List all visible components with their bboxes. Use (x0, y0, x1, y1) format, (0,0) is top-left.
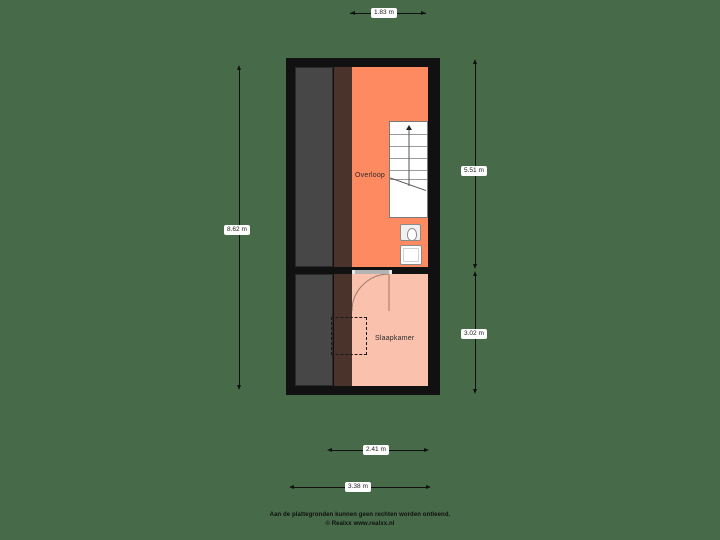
arrow-down-icon (472, 389, 477, 394)
dimension-label-right-upper: 5.51 m (461, 166, 487, 176)
sink-icon (400, 245, 422, 265)
room-label-overloop: Overloop (355, 172, 386, 179)
dimension-label-bottom-outer: 3.38 m (345, 482, 371, 492)
door-jamb-right (389, 270, 392, 274)
arrow-right-icon (421, 10, 426, 15)
footer-disclaimer: Aan de plattegronden kunnen geen rechten… (269, 512, 451, 518)
dimension-line (475, 62, 476, 267)
room-brown-upper-strip (334, 67, 352, 267)
door-jamb-left (352, 270, 355, 274)
arrow-right-icon (426, 484, 431, 489)
arrow-up-icon (472, 271, 477, 276)
arrow-down-icon (472, 264, 477, 269)
stairs-up-arrow-icon (389, 121, 428, 218)
door-opening (352, 270, 392, 274)
arrow-left-icon (350, 10, 355, 15)
dimension-label-left: 8.62 m (224, 225, 250, 235)
door-swing-icon (352, 274, 390, 312)
arrow-up-icon (236, 65, 241, 70)
room-dark-upper-shaft (295, 67, 333, 267)
room-slaapkamer (352, 274, 428, 386)
arrow-up-icon (472, 59, 477, 64)
arrow-left-icon (289, 484, 294, 489)
arrow-right-icon (424, 447, 429, 452)
dimension-label-top: 1.83 m (371, 8, 397, 18)
dashed-closet-icon (331, 317, 367, 355)
toilet-icon (400, 224, 421, 241)
footer-copyright: © Realxx www.realxx.nl (325, 521, 395, 527)
room-label-slaapkamer: Slaapkamer (375, 335, 415, 342)
arrow-down-icon (236, 385, 241, 390)
arrow-left-icon (327, 447, 332, 452)
dimension-label-bottom-inner: 2.41 m (363, 445, 389, 455)
dimension-label-right-lower: 3.02 m (461, 329, 487, 339)
room-brown-lower-strip (334, 274, 352, 386)
room-dark-lower-shaft (295, 274, 333, 386)
